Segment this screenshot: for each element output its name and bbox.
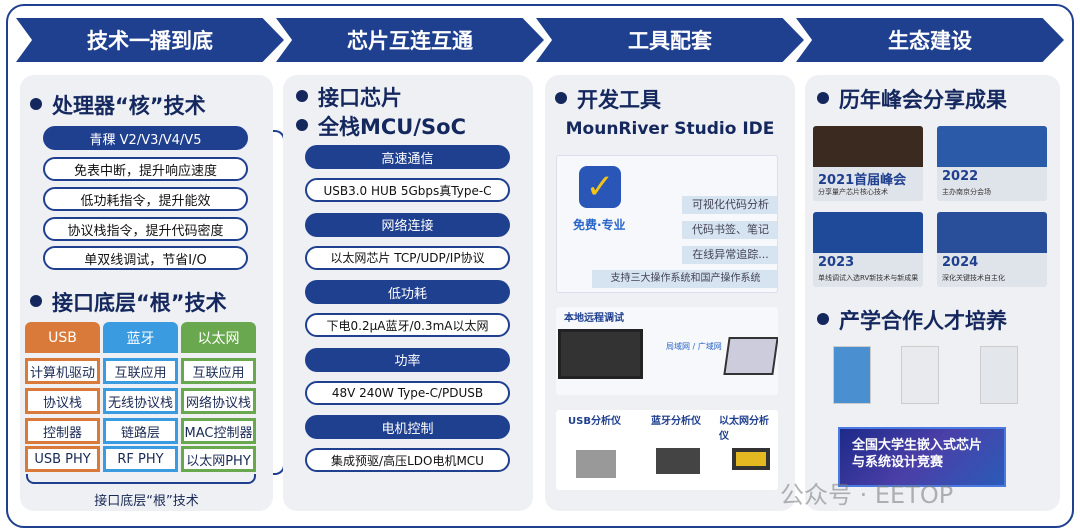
category-pill: 网络连接 xyxy=(305,212,510,237)
summit-photo: 2023 单线调试入选RV新技术与新成果 xyxy=(813,212,923,287)
book-cover xyxy=(833,346,871,404)
feature-pill: 免表中断，提升响应速度 xyxy=(43,157,248,181)
header-arrow-4: 生态建设 xyxy=(796,18,1064,62)
brace xyxy=(26,474,256,484)
detail-pill: 下电0.2μA蓝牙/0.3mA以太网 xyxy=(305,313,510,337)
grid-cell: 控制器 xyxy=(25,418,100,444)
book-cover xyxy=(901,346,939,404)
bt-analyzer-icon xyxy=(656,448,700,474)
grid-header: 以太网 xyxy=(181,322,256,353)
summit-year: 2024 xyxy=(942,255,979,270)
mcu-title: 全栈MCU/SoC xyxy=(296,111,466,141)
network-label: 局域网 / 广域网 xyxy=(666,342,722,351)
ide-screenshot: ✓ 免费·专业 可视化代码分析 代码书签、笔记 在线异常追踪... 支持三大操作… xyxy=(556,155,778,293)
outer-frame xyxy=(6,4,1074,528)
header-arrow-2: 芯片互连互通 xyxy=(276,18,544,62)
ide-feature: 代码书签、笔记 xyxy=(682,221,777,239)
analyzer-label: USB分析仪 xyxy=(568,416,621,427)
summit-desc: 分享量产芯片核心技术 xyxy=(818,188,888,196)
ide-feature: 支持三大操作系统和国产操作系统 xyxy=(592,270,777,288)
usb-analyzer-icon xyxy=(576,450,616,478)
slogan: 免费·专业 xyxy=(573,218,626,232)
tools-title: 开发工具 xyxy=(555,84,661,114)
grid-cell: 互联应用 xyxy=(181,358,256,384)
summit-year: 2022 xyxy=(942,169,979,184)
category-pill: 高速通信 xyxy=(305,145,510,169)
talent-title: 产学合作人才培养 xyxy=(817,305,1007,335)
summit-desc: 单线调试入选RV新技术与新成果 xyxy=(818,274,919,282)
detail-pill: 以太网芯片 TCP/UDP/IP协议 xyxy=(305,245,510,270)
grid-cell: MAC控制器 xyxy=(181,418,256,444)
ide-name: MounRiver Studio IDE xyxy=(565,119,775,139)
remote-debug-image: 本地远程调试 局域网 / 广域网 xyxy=(556,307,778,395)
grid-header: 蓝牙 xyxy=(103,322,178,353)
header-arrow-3: 工具配套 xyxy=(536,18,804,62)
competition-banner: 全国大学生嵌入式芯片与系统设计竞赛 xyxy=(838,427,1006,487)
remote-debug-label: 本地远程调试 xyxy=(564,313,624,324)
ide-feature: 在线异常追踪... xyxy=(682,246,777,264)
book-cover xyxy=(980,346,1018,404)
grid-header: USB xyxy=(25,322,100,353)
detail-pill: USB3.0 HUB 5Gbps真Type-C xyxy=(305,178,510,202)
grid-cell: RF PHY xyxy=(103,446,178,472)
feature-pill: 协议栈指令，提升代码密度 xyxy=(43,217,248,241)
summit-desc: 主办南京分会场 xyxy=(942,188,991,196)
interface-title: 接口底层“根”技术 xyxy=(30,287,227,317)
core-title: 处理器“核”技术 xyxy=(30,90,206,120)
grid-cell: 计算机驱动 xyxy=(25,358,100,384)
category-pill: 电机控制 xyxy=(305,415,510,439)
grid-cell: 协议栈 xyxy=(25,388,100,414)
summit-year: 2023 xyxy=(818,255,855,270)
eth-analyzer-icon xyxy=(732,448,770,470)
summit-title: 历年峰会分享成果 xyxy=(817,84,1007,114)
grid-cell: USB PHY xyxy=(25,446,100,472)
ide-feature: 可视化代码分析 xyxy=(682,196,777,214)
category-pill: 低功耗 xyxy=(305,280,510,304)
grid-cell: 以太网PHY xyxy=(181,446,256,472)
ide-logo-icon: ✓ xyxy=(579,166,621,208)
grid-cell: 无线协议栈 xyxy=(103,388,178,414)
grid-cell: 链路层 xyxy=(103,418,178,444)
summit-photo: 2024 深化关键技术自主化 xyxy=(937,212,1047,287)
summit-desc: 深化关键技术自主化 xyxy=(942,274,1005,282)
detail-pill: 48V 240W Type-C/PDUSB xyxy=(305,380,510,405)
summit-year: 2021首届峰会 xyxy=(818,173,907,188)
watermark: 公众号 · EETOP xyxy=(780,481,954,509)
analyzer-label: 蓝牙分析仪 xyxy=(651,416,701,427)
analyzer-label: 以太网分析仪 xyxy=(719,416,769,442)
grid-cell: 互联应用 xyxy=(103,358,178,384)
chips-title: 接口芯片 xyxy=(296,82,402,112)
grid-cell: 网络协议栈 xyxy=(181,388,256,414)
detail-pill: 集成预驱/高压LDO电机MCU xyxy=(305,448,510,472)
core-versions: 青稞 V2/V3/V4/V5 xyxy=(43,126,248,150)
category-pill: 功率 xyxy=(305,347,510,372)
header-arrow-1: 技术一播到底 xyxy=(16,18,284,62)
summit-photo: 2022 主办南京分会场 xyxy=(937,126,1047,201)
feature-pill: 单双线调试，节省I/O xyxy=(43,246,248,270)
summit-photo: 2021首届峰会分享量产芯片核心技术 xyxy=(813,126,923,201)
laptop-icon xyxy=(723,337,778,375)
feature-pill: 低功耗指令，提升能效 xyxy=(43,187,248,211)
grid-caption: 接口底层“根”技术 xyxy=(94,494,199,509)
desktop-icon xyxy=(558,329,643,379)
analyzers-image: USB分析仪 蓝牙分析仪 以太网分析仪 xyxy=(556,410,778,490)
